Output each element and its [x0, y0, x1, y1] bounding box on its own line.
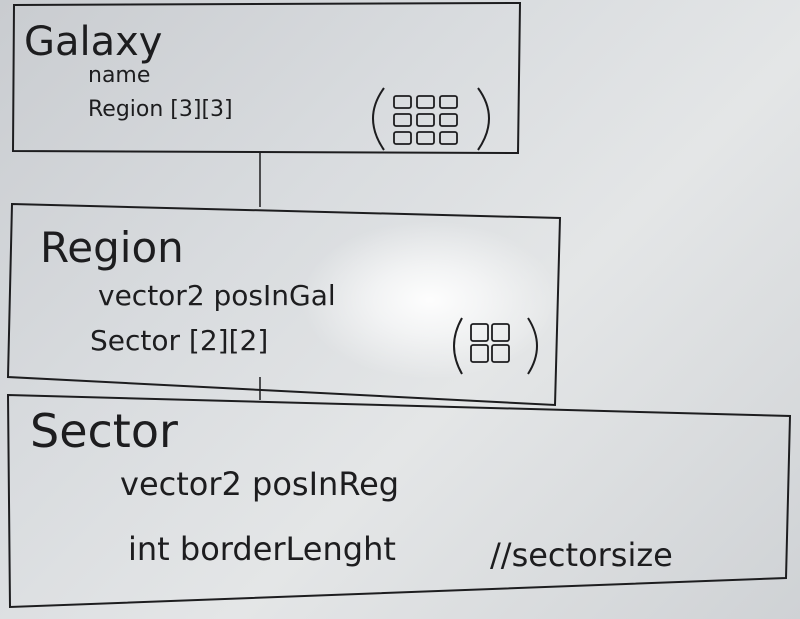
- sector-title: Sector: [30, 404, 178, 458]
- region-box: Region vector2 posInGal Sector [2][2]: [6, 202, 562, 407]
- galaxy-grid-cell: [393, 113, 412, 127]
- galaxy-grid-cell: [416, 95, 435, 109]
- region-grid-cell: [491, 344, 510, 363]
- region-grid-icon: [453, 317, 538, 375]
- region-field-sector: Sector [2][2]: [90, 324, 268, 357]
- region-grid-cell: [491, 323, 510, 342]
- galaxy-grid-cell: [439, 131, 458, 145]
- galaxy-field-region: Region [3][3]: [88, 97, 233, 122]
- galaxy-grid-cell: [439, 95, 458, 109]
- sector-field-posinreg: vector2 posInReg: [120, 465, 399, 503]
- sector-field-borderlength: int borderLenght: [128, 530, 396, 568]
- sector-comment: //sectorsize: [490, 536, 673, 574]
- sector-box: Sector vector2 posInReg int borderLenght…: [6, 393, 792, 609]
- galaxy-field-name: name: [88, 63, 150, 88]
- region-grid-cell: [470, 344, 489, 363]
- region-grid-cell: [470, 323, 489, 342]
- galaxy-box: Galaxy name Region [3][3]: [11, 1, 522, 155]
- region-field-posingal: vector2 posInGal: [98, 279, 336, 312]
- galaxy-grid-icon: [372, 87, 490, 151]
- region-title: Region: [40, 223, 184, 272]
- galaxy-grid-cell: [416, 131, 435, 145]
- galaxy-grid-cell: [439, 113, 458, 127]
- galaxy-grid-cell: [393, 95, 412, 109]
- galaxy-grid-cell: [416, 113, 435, 127]
- galaxy-title: Galaxy: [24, 19, 162, 65]
- galaxy-grid-cell: [393, 131, 412, 145]
